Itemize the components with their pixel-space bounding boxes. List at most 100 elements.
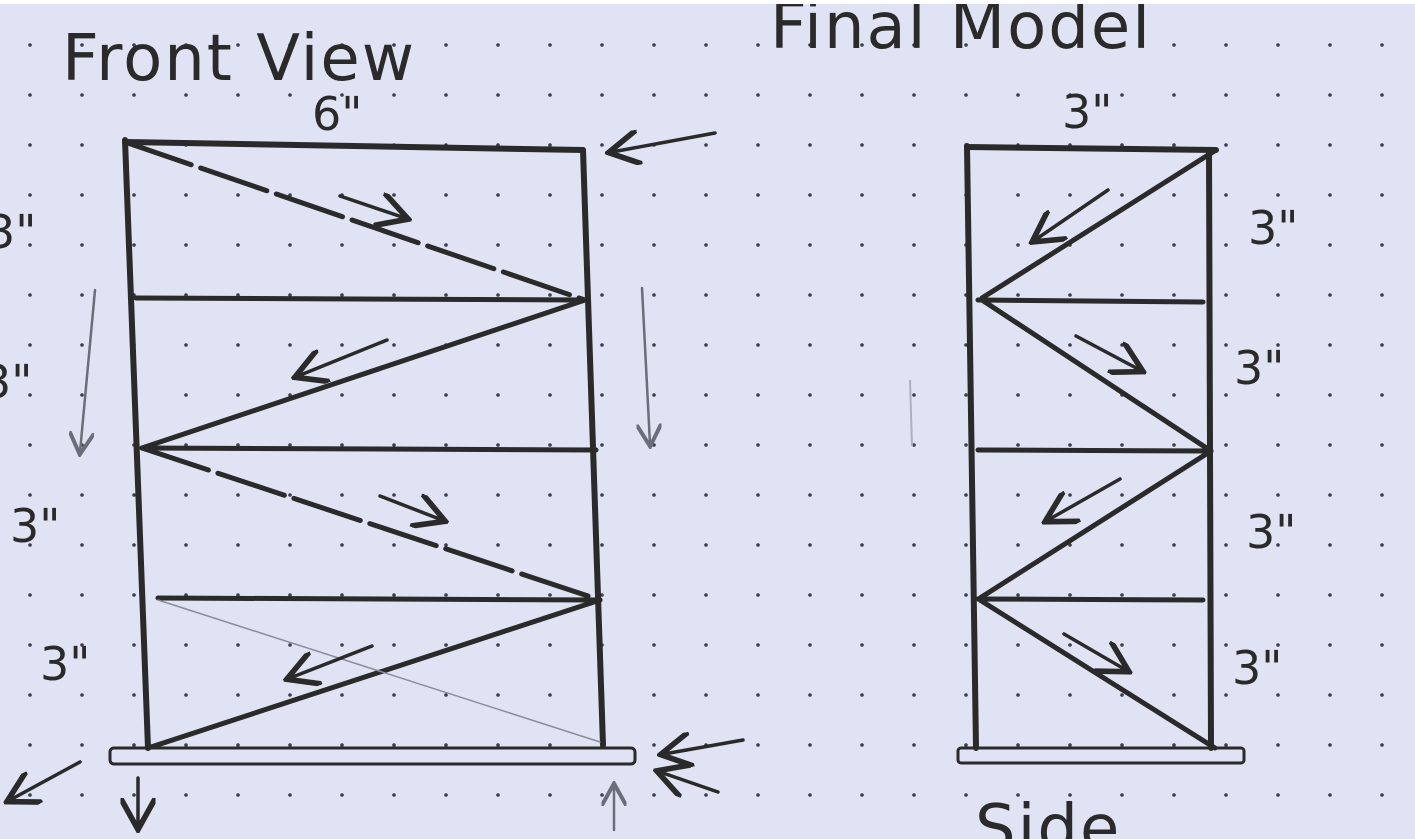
arrow-icon — [290, 644, 374, 678]
grid-dot — [184, 643, 188, 647]
grid-dot — [860, 643, 864, 647]
grid-dot — [340, 243, 344, 247]
grid-dot — [1172, 143, 1176, 147]
grid-dot — [132, 43, 136, 47]
arrow-icon — [1035, 188, 1110, 240]
grid-dot — [860, 43, 864, 47]
grid-dot — [600, 143, 604, 147]
grid-dot — [1328, 643, 1332, 647]
grid-dot — [392, 593, 396, 597]
grid-dot — [652, 343, 656, 347]
grid-dot — [80, 343, 84, 347]
grid-dot — [1276, 593, 1280, 597]
grid-dot — [1068, 443, 1072, 447]
grid-dot — [28, 743, 32, 747]
grid-dot — [444, 593, 448, 597]
grid-dot — [964, 343, 968, 347]
grid-dot — [28, 643, 32, 647]
grid-dot — [1276, 393, 1280, 397]
grid-dot — [1380, 93, 1384, 97]
grid-dot — [184, 543, 188, 547]
grid-dot — [236, 643, 240, 647]
grid-dot — [444, 93, 448, 97]
grid-dot — [1120, 543, 1124, 547]
grid-dot — [808, 293, 812, 297]
grid-dot — [236, 793, 240, 797]
grid-dot — [1380, 393, 1384, 397]
grid-dot — [1120, 643, 1124, 647]
grid-dot — [496, 243, 500, 247]
grid-dot — [548, 643, 552, 647]
grid-dot — [28, 593, 32, 597]
grid-dot — [1172, 243, 1176, 247]
grid-dot — [444, 243, 448, 247]
grid-dot — [1120, 743, 1124, 747]
grid-dot — [1172, 643, 1176, 647]
grid-dot — [1380, 193, 1384, 197]
grid-dot — [496, 643, 500, 647]
grid-dot — [1172, 293, 1176, 297]
grid-dot — [392, 643, 396, 647]
grid-dot — [860, 143, 864, 147]
grid-dot — [1068, 743, 1072, 747]
side-diagonal-3 — [977, 448, 1214, 601]
grid-dot — [912, 643, 916, 647]
grid-dot — [132, 743, 136, 747]
grid-dot — [1016, 93, 1020, 97]
grid-dot — [80, 493, 84, 497]
grid-dot — [444, 643, 448, 647]
grid-dot — [548, 343, 552, 347]
grid-dot — [964, 793, 968, 797]
grid-dot — [964, 93, 968, 97]
grid-dot — [548, 743, 552, 747]
grid-dot — [1276, 43, 1280, 47]
grid-dot — [1172, 443, 1176, 447]
grid-dot — [1172, 43, 1176, 47]
grid-dot — [1120, 43, 1124, 47]
grid-dot — [1120, 193, 1124, 197]
grid-dot — [1328, 543, 1332, 547]
side-left-column — [964, 143, 979, 751]
grid-dot — [808, 93, 812, 97]
side-floor-beam-1 — [975, 297, 1206, 305]
grid-dot — [756, 743, 760, 747]
grid-dot — [1276, 193, 1280, 197]
side-width-label: 3" — [1062, 85, 1112, 139]
grid-dot — [236, 393, 240, 397]
front-floor-beam-3 — [155, 595, 603, 603]
grid-dot — [340, 93, 344, 97]
grid-dot — [548, 693, 552, 697]
grid-dot — [1224, 443, 1228, 447]
grid-dot — [1120, 93, 1124, 97]
grid-dot — [236, 93, 240, 97]
grid-dot — [28, 343, 32, 347]
grid-dot — [236, 193, 240, 197]
front-base-plate — [108, 746, 637, 766]
top-edge — [0, 0, 1415, 4]
grid-dot — [444, 743, 448, 747]
grid-dot — [80, 743, 84, 747]
grid-dot — [600, 443, 604, 447]
arrow-icon — [642, 286, 650, 444]
grid-dot — [912, 343, 916, 347]
arrow-icon — [664, 740, 745, 754]
grid-dot — [704, 693, 708, 697]
grid-dot — [652, 443, 656, 447]
grid-dot — [1328, 443, 1332, 447]
grid-dot — [340, 393, 344, 397]
grid-dot — [288, 493, 292, 497]
grid-dot — [444, 443, 448, 447]
front-height-label-1: 3" — [0, 205, 36, 259]
grid-dot — [600, 793, 604, 797]
grid-dot — [1276, 493, 1280, 497]
grid-dot — [1380, 643, 1384, 647]
grid-dot — [496, 43, 500, 47]
grid-dot — [444, 693, 448, 697]
front-height-label-3: 3" — [10, 499, 60, 553]
grid-dot — [288, 443, 292, 447]
grid-dot — [496, 443, 500, 447]
grid-dot — [288, 743, 292, 747]
grid-dot — [1172, 693, 1176, 697]
side-view-frame — [956, 143, 1246, 765]
